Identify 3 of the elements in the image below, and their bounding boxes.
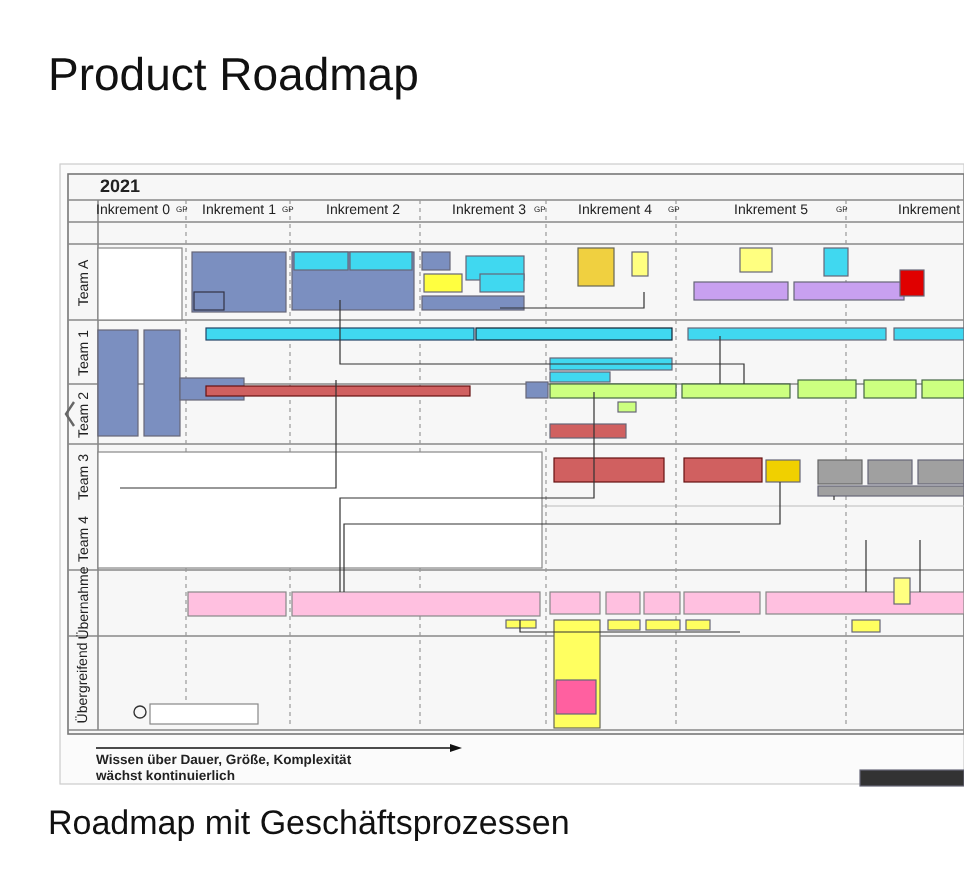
title: Product Roadmap [48, 48, 419, 102]
label: 2021 [100, 178, 141, 196]
caption: Roadmap mit Geschäftsprozessen [48, 804, 570, 844]
